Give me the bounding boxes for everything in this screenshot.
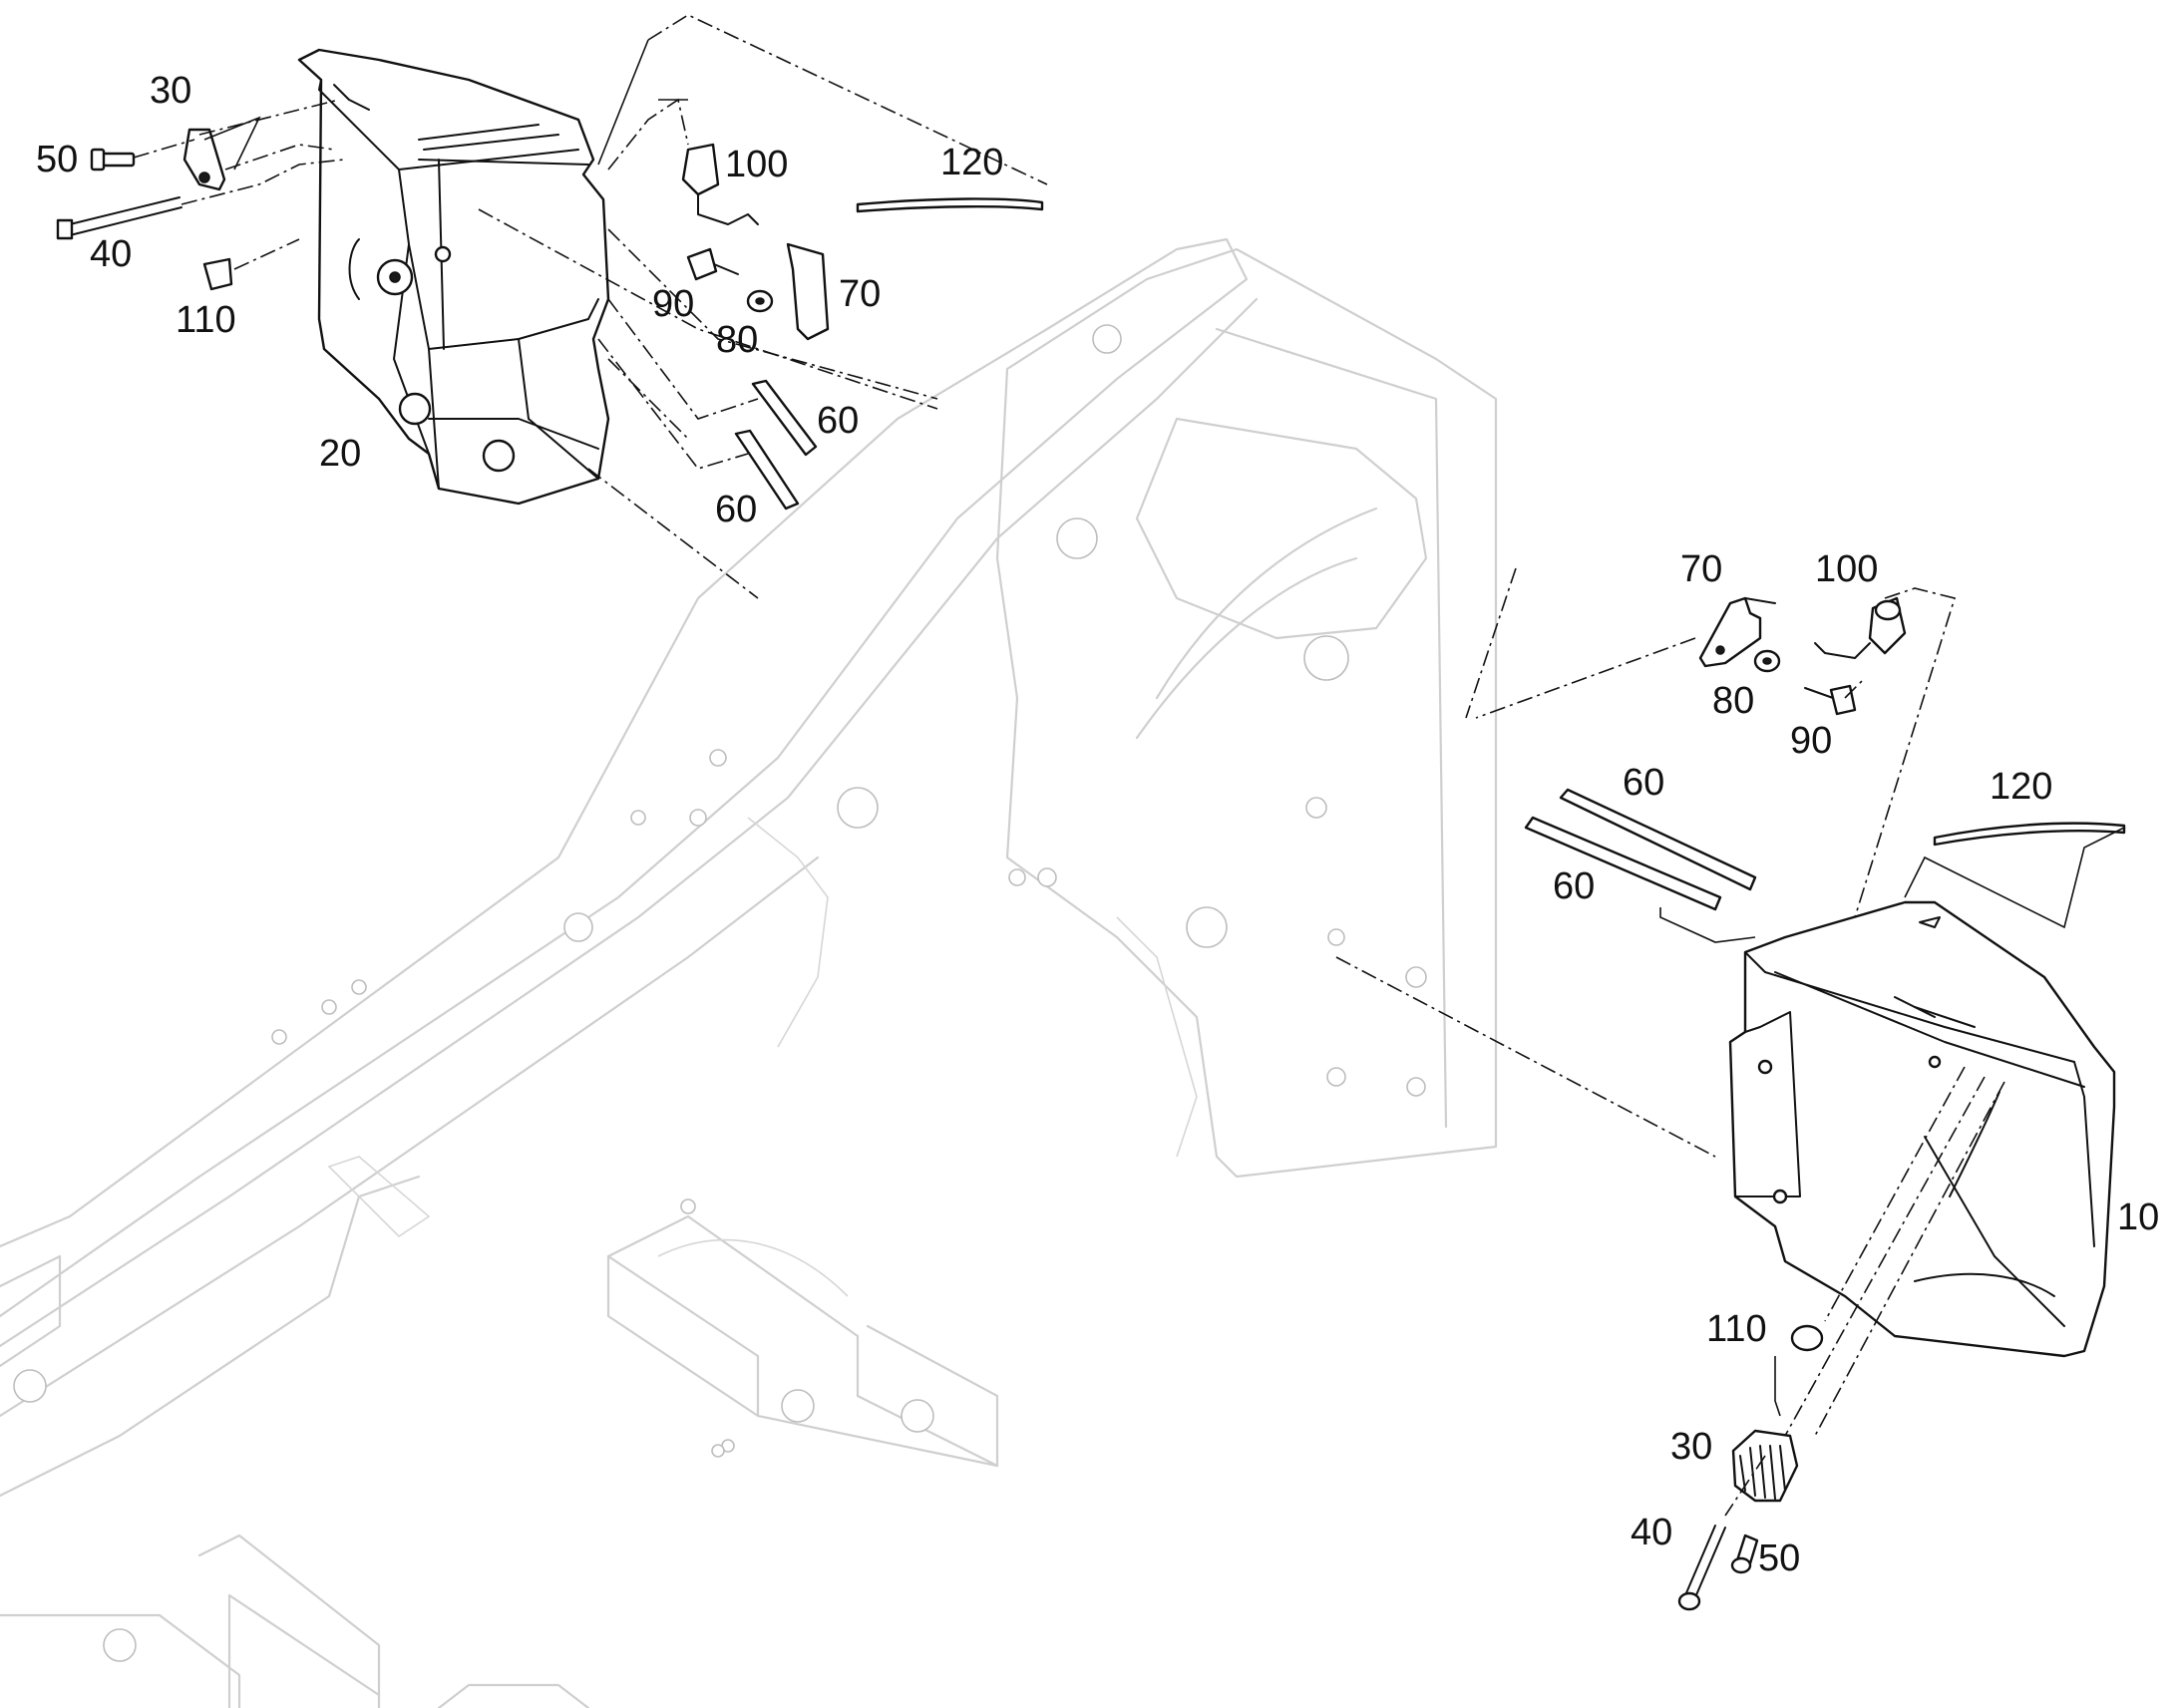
bolt-50-right bbox=[1730, 1534, 1759, 1574]
bolt-40-right bbox=[1677, 1525, 1726, 1611]
callout-20-left: 20 bbox=[319, 433, 361, 475]
callout-30-left: 30 bbox=[150, 70, 191, 112]
callout-110-left: 110 bbox=[176, 299, 236, 341]
bracket-70-left bbox=[786, 242, 830, 341]
callout-120-right: 120 bbox=[1990, 766, 2052, 808]
callout-40-left: 40 bbox=[90, 233, 132, 275]
latch-100-right bbox=[1814, 596, 1907, 659]
cap-110-right bbox=[1790, 1324, 1824, 1352]
callout-70-right: 70 bbox=[1680, 548, 1722, 590]
cap-110-left bbox=[202, 257, 233, 291]
bolt-40-left bbox=[56, 196, 182, 240]
callout-60-left-upper: 60 bbox=[817, 400, 859, 442]
pin-90-right bbox=[1804, 684, 1857, 716]
callout-70-left: 70 bbox=[839, 273, 881, 315]
callout-100-right: 100 bbox=[1815, 548, 1878, 590]
callout-80-left: 80 bbox=[716, 319, 758, 361]
right-fender-assembly bbox=[1335, 567, 2126, 1611]
callout-60-right-lower: 60 bbox=[1553, 865, 1595, 907]
knob-30-right bbox=[1731, 1429, 1799, 1503]
callout-90-left: 90 bbox=[652, 283, 694, 325]
callout-labels-left: 30 50 40 110 20 100 120 90 80 70 60 60 bbox=[36, 70, 1003, 530]
bolt-50-left bbox=[90, 148, 136, 171]
callout-60-right-upper: 60 bbox=[1623, 762, 1664, 804]
callout-30-right: 30 bbox=[1670, 1426, 1712, 1468]
bracket-30-left bbox=[182, 128, 226, 191]
callout-100-left: 100 bbox=[725, 144, 788, 185]
latch-100-left bbox=[681, 143, 759, 225]
washer-80-right bbox=[1753, 649, 1781, 673]
pin-90-left bbox=[686, 247, 739, 281]
left-fender-assembly bbox=[56, 14, 1048, 599]
fender-right-part-10 bbox=[1728, 900, 2116, 1358]
callout-40-right: 40 bbox=[1631, 1512, 1672, 1553]
strip-60-right-lower bbox=[1524, 816, 1722, 911]
strip-60-right-upper bbox=[1559, 788, 1757, 891]
bracket-70-right bbox=[1698, 596, 1762, 668]
strip-60-left-lower bbox=[734, 429, 800, 511]
callout-50-right: 50 bbox=[1758, 1537, 1800, 1579]
callout-50-left: 50 bbox=[36, 139, 78, 180]
strip-60-left-upper bbox=[751, 379, 818, 457]
callout-90-right: 90 bbox=[1790, 720, 1832, 762]
callout-120-left: 120 bbox=[940, 142, 1003, 183]
washer-80-left bbox=[746, 289, 774, 313]
callout-60-left-lower: 60 bbox=[715, 489, 757, 530]
callout-10-right: 10 bbox=[2117, 1196, 2159, 1238]
callout-labels-right: 70 100 80 90 60 60 120 10 110 30 40 50 bbox=[1553, 548, 2159, 1579]
callout-80-right: 80 bbox=[1712, 680, 1754, 722]
callout-110-right: 110 bbox=[1706, 1308, 1767, 1350]
seal-120-right bbox=[1933, 822, 2126, 847]
chassis-frame bbox=[0, 237, 1498, 1708]
seal-120-left bbox=[856, 197, 1044, 213]
